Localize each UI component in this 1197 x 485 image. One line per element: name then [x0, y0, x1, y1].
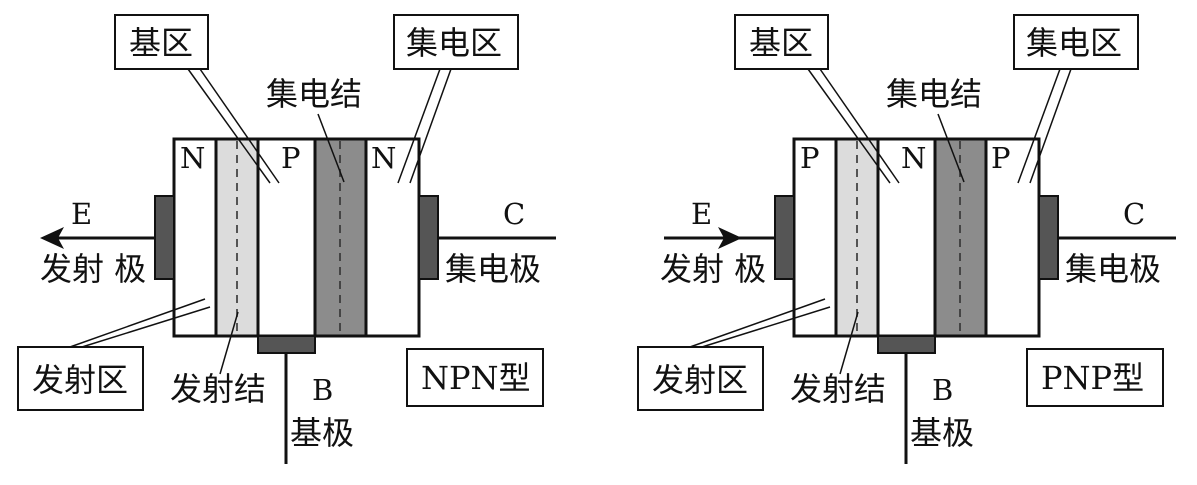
- base-letter: B: [932, 373, 953, 407]
- npn-transistor-diagram: N P N 基区 集电区 发射区 NPN型 集电结 发射结 E 发射 极 C 集…: [17, 14, 556, 464]
- collector-junction-pointer: [317, 113, 345, 183]
- base-region-label: 基区: [749, 24, 813, 62]
- type-label: PNP型: [1041, 359, 1144, 397]
- collector-junction-label: 集电结: [266, 75, 362, 113]
- emitter-region-label-box: [17, 346, 144, 411]
- collector-junction-label: 集电结: [886, 75, 982, 113]
- collector-region-pointer: [397, 68, 441, 184]
- emitter-name: 发射 极: [660, 250, 766, 288]
- region-letter-collector: P: [991, 141, 1011, 175]
- collector-letter: C: [1123, 197, 1145, 231]
- collector-name: 集电极: [445, 250, 541, 288]
- base-region-pointer: [199, 68, 280, 184]
- collector-region-label-box: [1013, 14, 1139, 70]
- collector-name: 集电极: [1065, 250, 1161, 288]
- base-electrode: [877, 335, 936, 354]
- pnp-transistor-diagram: P N P 基区 集电区 发射区 PNP型 集电结 发射结 E 发射 极 C 集…: [637, 14, 1176, 464]
- base-region-label-box: [114, 14, 209, 70]
- emitter-arrow-icon: [718, 227, 742, 249]
- region-letter-emitter: P: [800, 141, 820, 175]
- collector-region-pointer: [1029, 68, 1072, 184]
- emitter-region-pointer: [69, 298, 206, 348]
- emitter-junction-pointer: [839, 311, 859, 375]
- type-label-box: [406, 348, 544, 407]
- emitter-letter: E: [691, 197, 712, 231]
- collector-junction-band: [315, 139, 366, 336]
- region-letter-collector: N: [371, 141, 396, 175]
- collector-region-pointer: [409, 68, 452, 184]
- collector-region-label: 集电区: [406, 24, 502, 62]
- collector-letter: C: [503, 197, 525, 231]
- emitter-junction-label: 发射结: [170, 370, 266, 408]
- base-region-pointer: [187, 68, 271, 184]
- emitter-region-label-box: [637, 346, 764, 411]
- collector-region-pointer: [1017, 68, 1061, 184]
- collector-junction-pointer: [937, 113, 965, 183]
- emitter-electrode: [154, 195, 175, 280]
- base-region-label: 基区: [129, 24, 193, 62]
- region-letter-base: N: [901, 141, 926, 175]
- emitter-letter: E: [71, 197, 92, 231]
- emitter-junction-band: [216, 139, 258, 336]
- emitter-electrode: [774, 195, 795, 280]
- emitter-region-pointer: [701, 306, 831, 348]
- emitter-region-label: 发射区: [652, 361, 748, 399]
- base-region-pointer: [819, 68, 900, 184]
- collector-electrode: [418, 195, 439, 280]
- emitter-junction-label: 发射结: [790, 370, 886, 408]
- collector-junction-band: [935, 139, 986, 336]
- base-electrode: [257, 335, 316, 354]
- emitter-region-pointer: [81, 306, 211, 348]
- base-letter: B: [312, 373, 333, 407]
- emitter-junction-pointer: [219, 311, 239, 375]
- base-region-label-box: [734, 14, 829, 70]
- region-letter-emitter: N: [180, 141, 205, 175]
- emitter-junction-band: [836, 139, 878, 336]
- region-letter-base: P: [281, 141, 301, 175]
- collector-electrode: [1038, 195, 1059, 280]
- base-name: 基极: [290, 414, 354, 452]
- type-label-box: [1026, 348, 1164, 407]
- emitter-region-label: 发射区: [32, 361, 128, 399]
- collector-region-label-box: [393, 14, 519, 70]
- emitter-arrow-icon: [40, 227, 64, 249]
- emitter-region-pointer: [689, 298, 826, 348]
- base-name: 基极: [910, 414, 974, 452]
- type-label: NPN型: [421, 359, 531, 397]
- collector-region-label: 集电区: [1026, 24, 1122, 62]
- base-region-pointer: [807, 68, 891, 184]
- emitter-name: 发射 极: [40, 250, 146, 288]
